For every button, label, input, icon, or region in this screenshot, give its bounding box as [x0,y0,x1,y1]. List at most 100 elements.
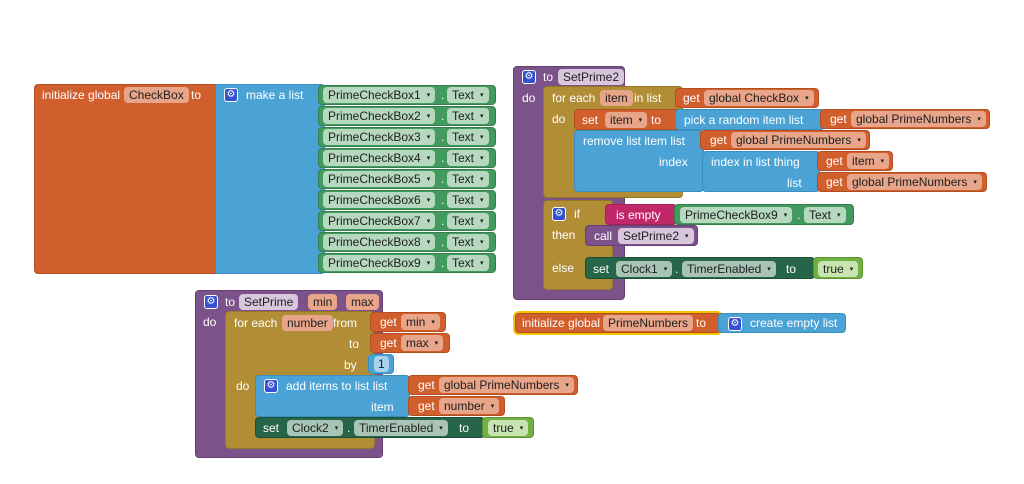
component-dropdown[interactable]: PrimeCheckBox3▾ [323,129,436,145]
pick-random-item-block[interactable]: pick a random item list [675,109,825,130]
mutator-gear-icon[interactable]: ⚙ [522,70,536,84]
component-dropdown[interactable]: PrimeCheckBox7▾ [323,213,436,229]
component-property-getter[interactable]: PrimeCheckBox9▾ . Text▾ [674,204,854,225]
call-setprime2-block[interactable]: call SetPrime2▾ [585,225,698,246]
get-global-primenumbers-block[interactable]: get global PrimeNumbers▾ [817,172,987,192]
component-dropdown[interactable]: PrimeCheckBox2▾ [323,108,436,124]
property-dropdown[interactable]: Text▾ [447,213,489,229]
parameter-max[interactable]: max [346,294,379,310]
boolean-dropdown[interactable]: true▾ [488,420,529,436]
get-global-primenumbers-block[interactable]: get global PrimeNumbers▾ [820,109,990,129]
property-dropdown[interactable]: Text▾ [447,150,489,166]
property-name: Text [452,130,475,144]
component-property-getter[interactable]: PrimeCheckBox1▾.Text▾ [318,85,496,105]
get-global-checkbox-block[interactable]: get global CheckBox▾ [675,88,819,108]
number-field[interactable]: 1 [374,356,389,372]
variable-dropdown[interactable]: max▾ [401,335,444,351]
component-property-getter[interactable]: PrimeCheckBox5▾.Text▾ [318,169,496,189]
init-global-primenumbers-block[interactable]: initialize global PrimeNumbers to [515,313,721,333]
add-items-label: add items to list list [286,379,388,393]
loop-variable-field[interactable]: number [282,315,333,331]
component-dropdown[interactable]: PrimeCheckBox5▾ [323,171,436,187]
component-dropdown[interactable]: PrimeCheckBox6▾ [323,192,436,208]
dropdown-arrow-icon: ▾ [431,318,435,326]
variable-dropdown[interactable]: min▾ [401,314,440,330]
is-empty-block[interactable]: is empty [605,204,677,225]
from-label: from [333,316,357,330]
property-dropdown[interactable]: Text▾ [447,129,489,145]
mutator-gear-icon[interactable]: ⚙ [728,317,742,331]
get-global-primenumbers-block[interactable]: get global PrimeNumbers▾ [408,375,578,395]
mutator-gear-icon[interactable]: ⚙ [204,295,218,309]
true-block[interactable]: true▾ [813,257,863,279]
mutator-gear-icon[interactable]: ⚙ [552,207,566,221]
procedure-name-field[interactable]: SetPrime [239,294,299,310]
component-dropdown[interactable]: Clock1▾ [616,261,673,277]
true-block[interactable]: true▾ [482,417,534,438]
get-max-block[interactable]: get max▾ [370,333,450,353]
variable-dropdown[interactable]: global PrimeNumbers▾ [731,132,866,148]
variable-dropdown[interactable]: item▾ [605,112,648,128]
variable-dropdown[interactable]: global CheckBox▾ [704,90,814,106]
set-item-block[interactable]: set item▾ to [574,109,684,130]
component-dropdown[interactable]: Clock2▾ [287,420,344,436]
dropdown-arrow-icon: ▾ [480,154,484,162]
add-items-to-list-block[interactable]: ⚙ add items to list list item [255,375,410,417]
loop-variable-field[interactable]: item [600,90,633,106]
boolean-dropdown[interactable]: true▾ [818,261,859,277]
get-number-block[interactable]: get number▾ [408,396,505,416]
variable-dropdown[interactable]: global PrimeNumbers▾ [851,111,986,127]
property-dropdown[interactable]: Text▾ [447,192,489,208]
mutator-gear-icon[interactable]: ⚙ [264,379,278,393]
variable-dropdown[interactable]: global PrimeNumbers▾ [847,174,982,190]
procedure-dropdown[interactable]: SetPrime2▾ [618,228,694,244]
component-property-getter[interactable]: PrimeCheckBox2▾.Text▾ [318,106,496,126]
property-name: Text [452,109,475,123]
make-a-list-block[interactable]: ⚙ make a list [215,84,325,274]
component-property-getter[interactable]: PrimeCheckBox3▾.Text▾ [318,127,496,147]
property-dropdown[interactable]: Text▾ [447,255,489,271]
property-dropdown[interactable]: Text▾ [804,207,846,223]
variable-name-field[interactable]: CheckBox [124,87,189,103]
to-label: to [459,421,470,435]
create-empty-list-block[interactable]: ⚙ create empty list [718,313,846,333]
remove-list-item-block[interactable]: remove list item list index [574,130,704,192]
get-min-block[interactable]: get min▾ [370,312,446,332]
set-clock1-timerenabled-block[interactable]: set Clock1▾ . TimerEnabled▾ to [585,257,815,279]
index-in-list-block[interactable]: index in list thing list [702,151,820,192]
set-clock2-timerenabled-block[interactable]: set Clock2▾ . TimerEnabled▾ to [255,417,485,438]
property-dropdown[interactable]: TimerEnabled▾ [682,261,776,277]
component-dropdown[interactable]: PrimeCheckBox9▾ [323,255,436,271]
init-global-checkbox-block[interactable]: initialize global CheckBox to [34,84,220,274]
mutator-gear-icon[interactable]: ⚙ [224,88,238,102]
component-dropdown[interactable]: PrimeCheckBox9▾ [680,207,793,223]
number-block[interactable]: 1 [368,354,394,374]
property-name: Text [452,193,475,207]
get-item-block[interactable]: get item▾ [817,151,893,171]
component-dropdown[interactable]: PrimeCheckBox1▾ [323,87,436,103]
property-dropdown[interactable]: Text▾ [447,171,489,187]
dropdown-arrow-icon: ▾ [638,116,643,124]
procedure-name-field[interactable]: SetPrime2 [558,69,625,85]
component-dropdown[interactable]: PrimeCheckBox4▾ [323,150,436,166]
by-label: by [344,358,357,372]
component-dropdown[interactable]: PrimeCheckBox8▾ [323,234,436,250]
variable-name-field[interactable]: PrimeNumbers [603,315,694,331]
get-global-primenumbers-block[interactable]: get global PrimeNumbers▾ [700,130,870,150]
get-label: get [380,315,397,329]
component-property-getter[interactable]: PrimeCheckBox9▾.Text▾ [318,253,496,273]
variable-dropdown[interactable]: item▾ [847,153,890,169]
variable-dropdown[interactable]: global PrimeNumbers▾ [439,377,574,393]
property-dropdown[interactable]: Text▾ [447,87,489,103]
component-name: PrimeCheckBox2 [328,109,421,123]
variable-dropdown[interactable]: number▾ [439,398,500,414]
component-property-getter[interactable]: PrimeCheckBox6▾.Text▾ [318,190,496,210]
component-property-getter[interactable]: PrimeCheckBox7▾.Text▾ [318,211,496,231]
parameter-min[interactable]: min [308,294,338,310]
property-dropdown[interactable]: Text▾ [447,234,489,250]
variable-name: number [444,399,485,413]
property-dropdown[interactable]: Text▾ [447,108,489,124]
property-dropdown[interactable]: TimerEnabled▾ [354,420,448,436]
component-property-getter[interactable]: PrimeCheckBox8▾.Text▾ [318,232,496,252]
component-property-getter[interactable]: PrimeCheckBox4▾.Text▾ [318,148,496,168]
